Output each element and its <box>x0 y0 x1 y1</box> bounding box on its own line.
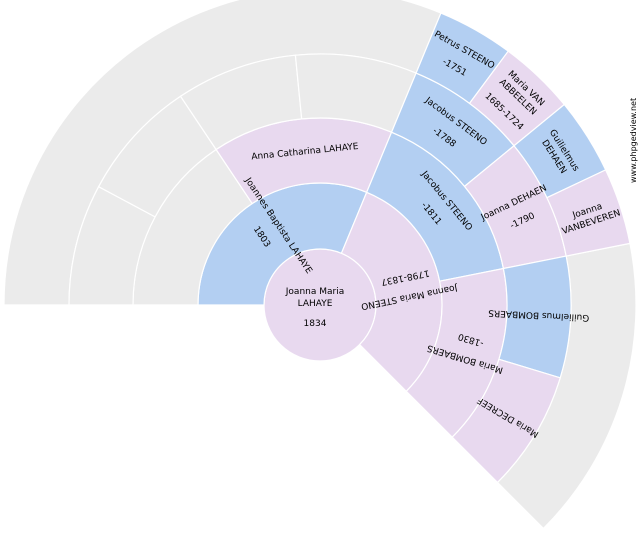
ancestor-name: Joanna Maria <box>285 287 344 297</box>
ancestor-segment-15[interactable] <box>451 358 561 484</box>
ancestor-dates: 1834 <box>304 319 327 329</box>
ancestor-name: Guilielmus BOMBAERS <box>488 307 590 322</box>
ancestor-14-label: Guilielmus BOMBAERS <box>488 307 590 322</box>
ancestor-segment-27[interactable] <box>546 169 631 257</box>
fan-segments <box>3 0 637 530</box>
ancestor-name: LAHAYE <box>298 299 333 309</box>
credit-text: www.phpgedview.net <box>629 98 638 183</box>
